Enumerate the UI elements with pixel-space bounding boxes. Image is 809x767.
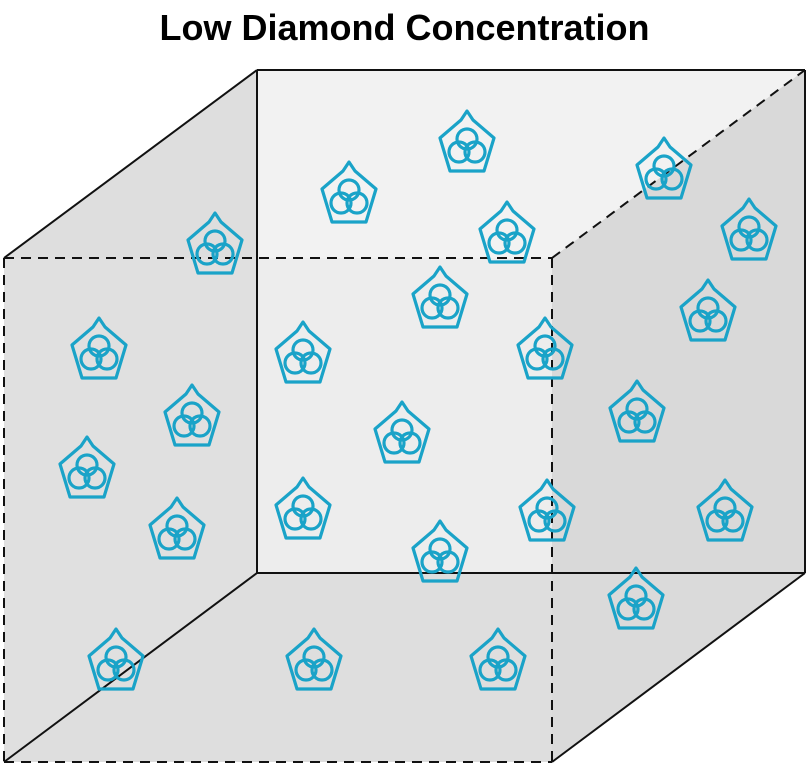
solid-edges: [3, 69, 806, 763]
diagram-title: Low Diamond Concentration: [159, 7, 650, 48]
left-face: [4, 70, 257, 762]
bottom-face: [4, 573, 805, 762]
dashed-edges: [3, 69, 806, 763]
